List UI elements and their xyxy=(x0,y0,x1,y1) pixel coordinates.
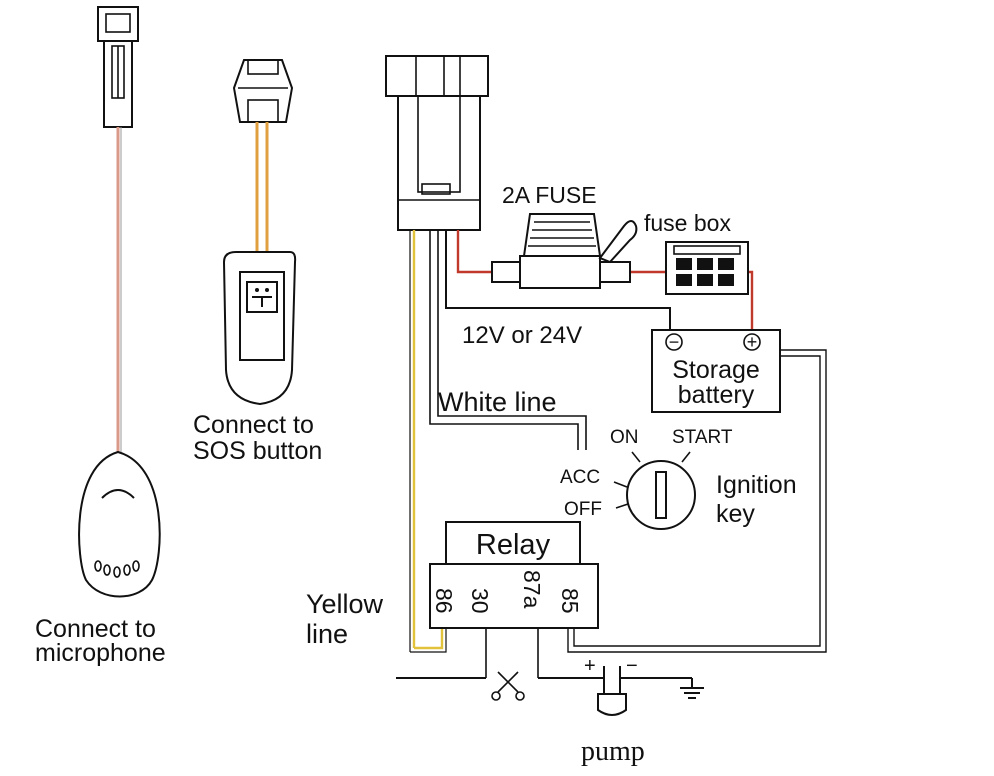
sos-label-line1: Connect to xyxy=(193,411,314,439)
main-connector xyxy=(385,55,489,231)
relay-top xyxy=(445,521,581,565)
wire-white-a xyxy=(437,230,587,450)
relay-pin-30: 30 xyxy=(467,588,493,614)
sos-assembly: Connect to SOS button xyxy=(193,59,322,465)
microphone-assembly: Connect to microphone xyxy=(35,6,166,667)
relay-pin-86: 86 xyxy=(431,588,457,614)
sos-label-line2: SOS button xyxy=(193,437,322,465)
relay-pin-87a: 87a xyxy=(519,570,545,609)
wire-ground xyxy=(445,230,671,330)
white-line-label: White line xyxy=(438,387,557,417)
relay-body xyxy=(429,563,599,629)
mic-label-line1: Connect to xyxy=(35,615,156,643)
relay-pin-85: 85 xyxy=(557,588,583,614)
pump-assembly: + − pump xyxy=(581,655,645,767)
battery-label-line1: Storage xyxy=(672,356,760,384)
voltage-label: 12V or 24V xyxy=(462,322,582,349)
mic-connector-latch xyxy=(105,13,131,33)
storage-battery: − + Storage battery xyxy=(651,329,781,413)
key-pos-off: OFF xyxy=(564,499,602,520)
wire-power-red xyxy=(456,230,492,274)
battery-plus-sign: + xyxy=(747,332,758,352)
scissors-icon xyxy=(491,671,525,701)
wire-battery-to-85 xyxy=(567,349,827,653)
sos-connector xyxy=(232,59,294,123)
fuse-label: 2A FUSE xyxy=(502,182,597,208)
ignition-label-line2: key xyxy=(716,500,755,528)
main-connector-head xyxy=(385,55,489,97)
battery-minus-sign: − xyxy=(669,332,680,352)
key-pos-acc: ACC xyxy=(560,467,600,488)
fuse-cap xyxy=(522,213,602,257)
yellow-line-label-line2: line xyxy=(306,619,348,649)
battery-minus-terminal xyxy=(665,333,683,351)
fuse: 2A FUSE xyxy=(491,182,638,289)
mic-holes xyxy=(94,560,140,578)
wire-box-to-battery xyxy=(748,270,754,336)
microphone-icon xyxy=(78,450,161,598)
fuse-box: fuse box xyxy=(644,210,749,295)
yellow-line-label-line1: Yellow xyxy=(306,589,384,619)
pump-icon xyxy=(597,693,627,716)
pump-label: pump xyxy=(581,736,645,767)
relay: Relay 86 30 87a 85 xyxy=(429,521,599,629)
relay-label: Relay xyxy=(476,529,551,561)
ignition-label-line1: Ignition xyxy=(716,471,797,499)
ignition-switch: ON START ACC OFF Ignition key xyxy=(560,427,797,530)
battery-plus-terminal xyxy=(743,333,761,351)
fuse-box-label: fuse box xyxy=(644,210,731,236)
main-connector-body xyxy=(397,95,481,231)
wire-white-b xyxy=(429,230,579,450)
key-pos-on: ON xyxy=(610,427,639,448)
mic-connector-head xyxy=(97,6,139,42)
pump-plus-sign: + xyxy=(584,655,596,677)
ground-icon xyxy=(680,678,704,699)
pump-minus-sign: − xyxy=(626,655,638,677)
mic-label-line2: microphone xyxy=(35,639,166,667)
battery-label-line2: battery xyxy=(678,381,755,409)
key-pos-start: START xyxy=(672,427,733,448)
